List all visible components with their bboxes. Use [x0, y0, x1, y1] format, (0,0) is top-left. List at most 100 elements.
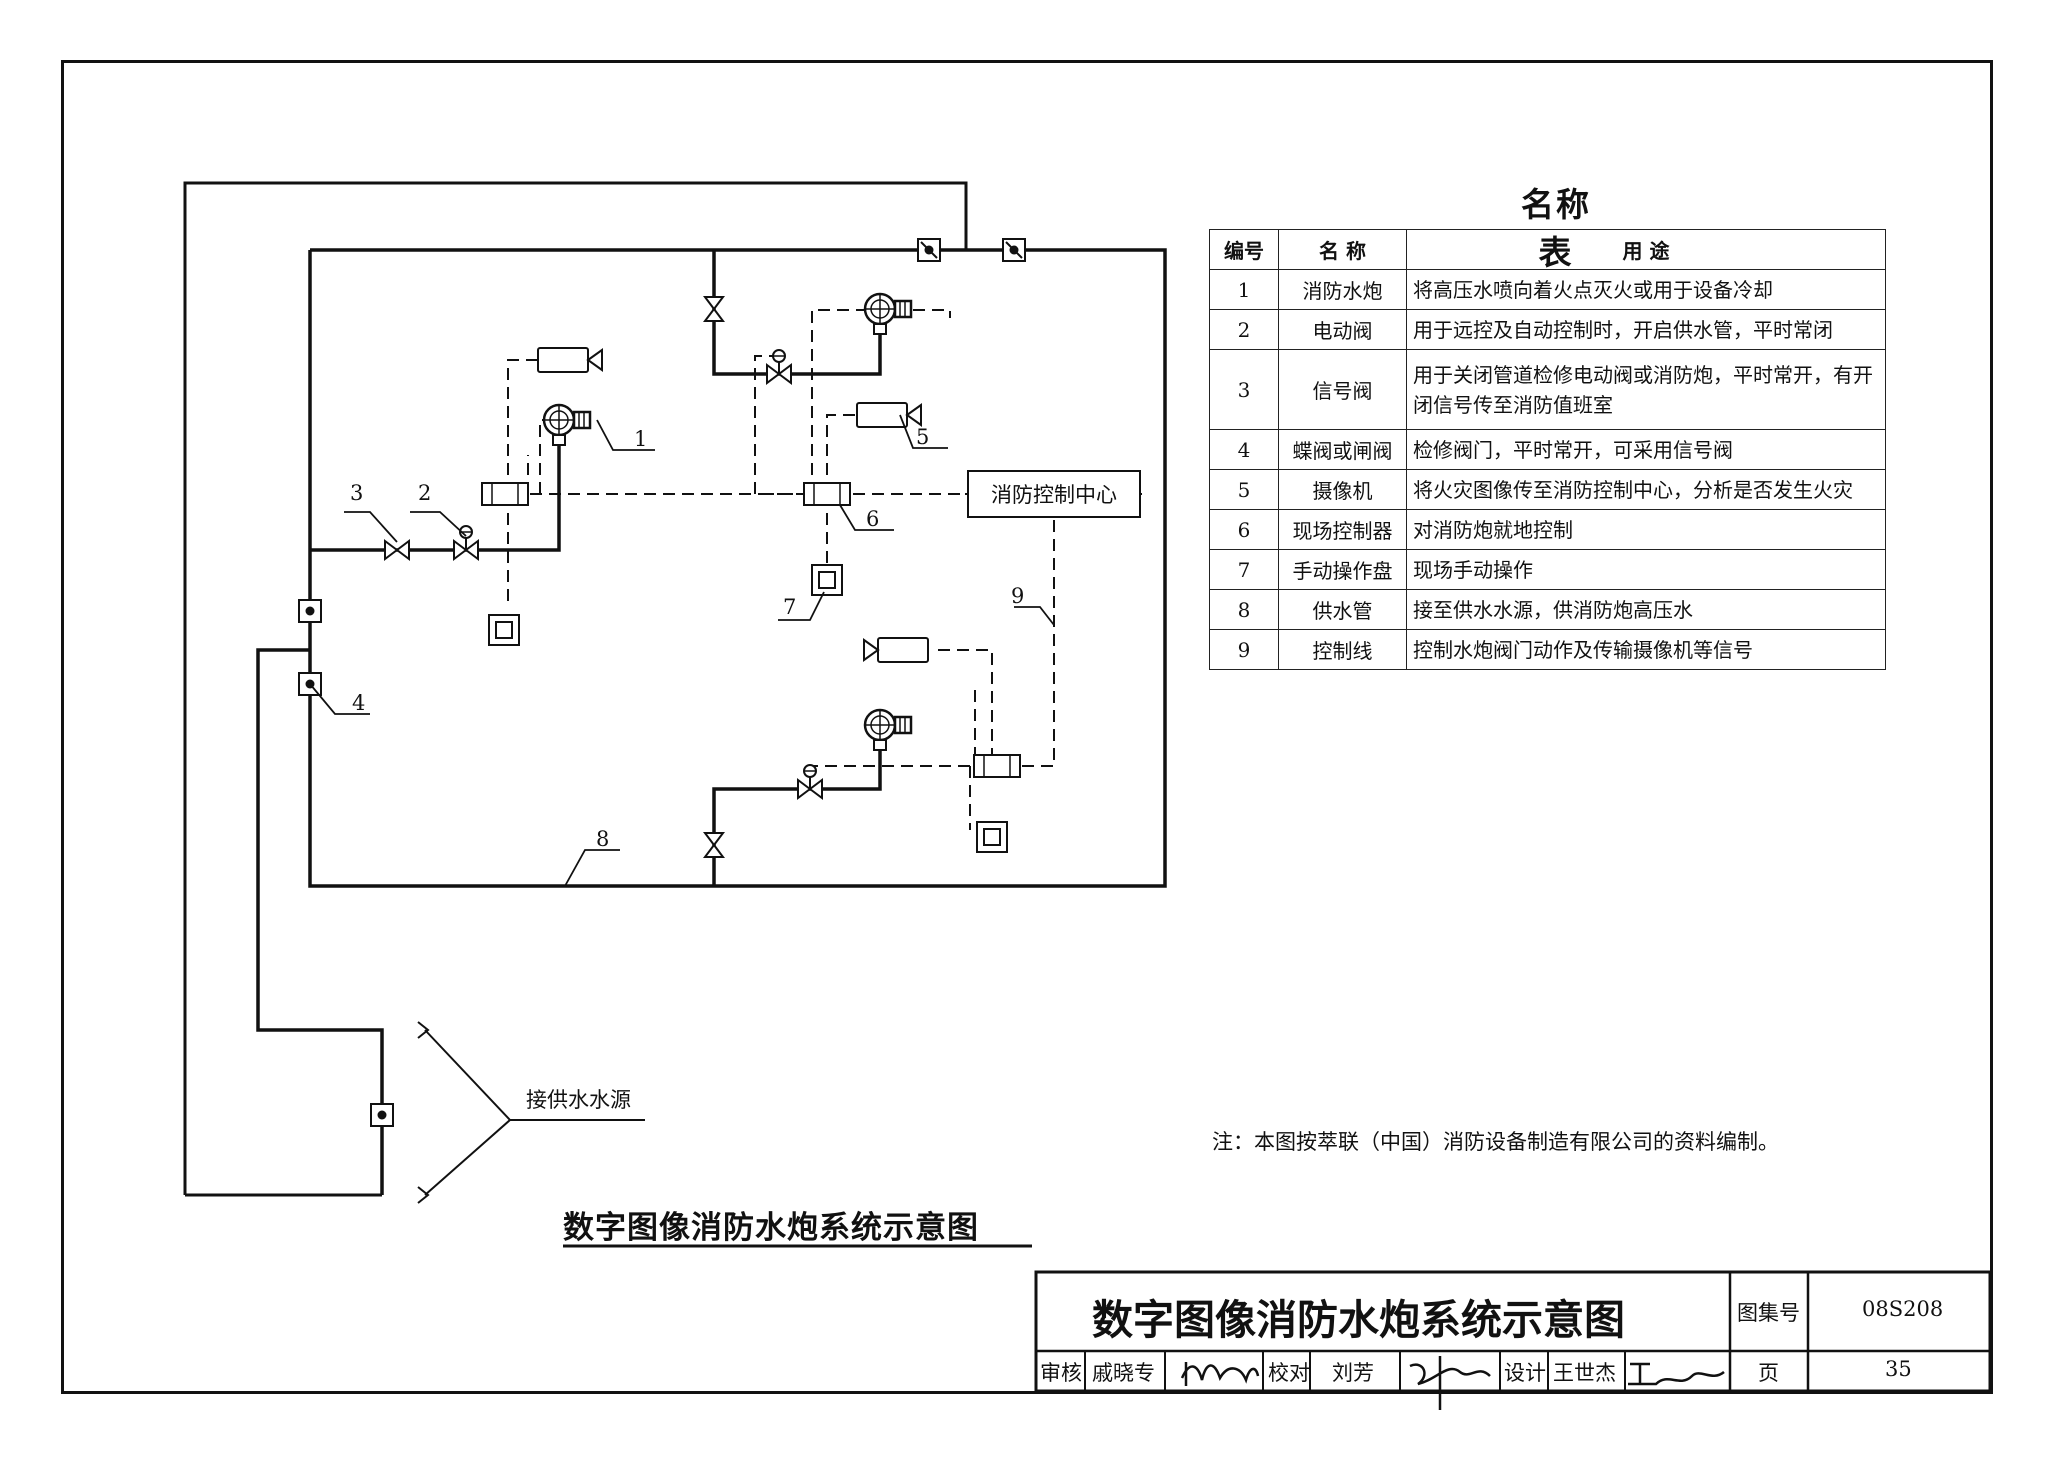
branch-pipe-cannon-3: [712, 740, 882, 886]
source-note: 注：本图按萃联（中国）消防设备制造有限公司的资料编制。: [1212, 1130, 1779, 1154]
title-block-title: 数字图像消防水炮系统示意图: [1092, 1296, 1625, 1344]
signature-designer: [1628, 1362, 1725, 1386]
atlas-number: 08S208: [1862, 1297, 1944, 1321]
callout-4: 4: [352, 691, 365, 715]
camera-5: [856, 402, 922, 428]
row-no: 5: [1209, 469, 1279, 510]
reviewer-name: 戚晓专: [1092, 1361, 1155, 1385]
camera-5: [863, 637, 929, 663]
diagram-title: 数字图像消防水炮系统示意图: [563, 1210, 979, 1246]
row-use: 将高压水喷向着火点灭火或用于设备冷却: [1406, 269, 1886, 310]
table-row: 1 消防水炮 将高压水喷向着火点灭火或用于设备冷却: [1209, 269, 1886, 310]
review-label: 审核: [1040, 1361, 1082, 1385]
row-no: 6: [1209, 509, 1279, 550]
checker-name: 刘芳: [1332, 1361, 1374, 1385]
header-no: 编号: [1209, 229, 1279, 270]
table-row: 3 信号阀 用于关闭管道检修电动阀或消防炮，平时常开，有开闭信号传至消防值班室: [1209, 349, 1886, 430]
callout-6: 6: [866, 507, 879, 531]
manual-panel-7: [811, 564, 843, 596]
row-name: 信号阀: [1278, 349, 1407, 430]
designer-name: 王世杰: [1553, 1361, 1616, 1385]
row-name: 现场控制器: [1278, 509, 1407, 550]
table-header-row: 编号 名 称 用 途: [1209, 229, 1886, 270]
supply-pipe-ring: [256, 248, 1167, 1195]
water-source-label: 接供水水源: [526, 1088, 631, 1112]
callout-9: 9: [1011, 584, 1024, 608]
page-label: 页: [1758, 1361, 1779, 1385]
motorized-valve-2: [453, 525, 479, 560]
row-use: 现场手动操作: [1406, 549, 1886, 590]
row-name: 控制线: [1278, 629, 1407, 670]
local-controller-6: [803, 482, 851, 506]
page-number: 35: [1885, 1357, 1912, 1381]
table-row: 5 摄像机 将火灾图像传至消防控制中心，分析是否发生火灾: [1209, 469, 1886, 510]
callout-leaders: [309, 414, 1055, 887]
row-no: 7: [1209, 549, 1279, 590]
row-use: 将火灾图像传至消防控制中心，分析是否发生火灾: [1406, 469, 1886, 510]
header-name: 名 称: [1278, 229, 1407, 270]
manual-panel-7: [976, 821, 1008, 853]
signal-valve: [704, 832, 724, 858]
table-row: 2 电动阀 用于远控及自动控制时，开启供水管，平时常闭: [1209, 309, 1886, 350]
table-row: 9 控制线 控制水炮阀门动作及传输摄像机等信号: [1209, 629, 1886, 670]
row-no: 4: [1209, 429, 1279, 470]
motorized-valve: [766, 349, 792, 384]
signature-reviewer: [1180, 1362, 1260, 1386]
local-controller-6: [481, 482, 529, 506]
callout-1: 1: [634, 427, 647, 451]
gate-valve-4: [298, 599, 322, 623]
signature-checker: [1409, 1356, 1491, 1410]
callout-2: 2: [418, 481, 431, 505]
row-no: 1: [1209, 269, 1279, 310]
row-use: 接至供水水源，供消防炮高压水: [1406, 589, 1886, 630]
drawing-frame: [61, 60, 1993, 1394]
row-use: 控制水炮阀门动作及传输摄像机等信号: [1406, 629, 1886, 670]
butterfly-valve: [917, 238, 941, 262]
row-use: 用于关闭管道检修电动阀或消防炮，平时常开，有开闭信号传至消防值班室: [1406, 349, 1886, 430]
callout-8: 8: [596, 827, 609, 851]
callout-7: 7: [783, 595, 796, 619]
table-row: 6 现场控制器 对消防炮就地控制: [1209, 509, 1886, 550]
row-no: 3: [1209, 349, 1279, 430]
table-row: 4 蝶阀或闸阀 检修阀门，平时常开，可采用信号阀: [1209, 429, 1886, 470]
butterfly-valve: [1002, 238, 1026, 262]
header-use: 用 途: [1406, 229, 1886, 270]
outer-supply-loop: [183, 181, 968, 1197]
atlas-label: 图集号: [1737, 1301, 1800, 1325]
row-name: 供水管: [1278, 589, 1407, 630]
row-name: 摄像机: [1278, 469, 1407, 510]
fire-water-cannon-3: [863, 708, 913, 752]
table-row: 7 手动操作盘 现场手动操作: [1209, 549, 1886, 590]
row-name: 蝶阀或闸阀: [1278, 429, 1407, 470]
row-name: 电动阀: [1278, 309, 1407, 350]
source-valve: [370, 1103, 394, 1127]
callout-5: 5: [916, 425, 929, 449]
manual-panel-7: [488, 614, 520, 646]
branch-pipe-cannon-2: [712, 250, 882, 376]
motorized-valve: [797, 764, 823, 799]
row-no: 9: [1209, 629, 1279, 670]
signal-valve-3: [384, 540, 410, 560]
signal-valve: [704, 296, 724, 322]
local-controller-6: [973, 754, 1021, 778]
control-center-label: 消防控制中心: [991, 483, 1117, 507]
design-label: 设计: [1504, 1361, 1546, 1385]
name-table: 编号 名 称 用 途 1 消防水炮 将高压水喷向着火点灭火或用于设备冷却 2 电…: [1209, 229, 1886, 670]
check-label: 校对: [1268, 1361, 1310, 1385]
row-use: 检修阀门，平时常开，可采用信号阀: [1406, 429, 1886, 470]
row-name: 消防水炮: [1278, 269, 1407, 310]
row-no: 8: [1209, 589, 1279, 630]
title-block: [1034, 1270, 1992, 1393]
table-row: 8 供水管 接至供水水源，供消防炮高压水: [1209, 589, 1886, 630]
row-name: 手动操作盘: [1278, 549, 1407, 590]
water-source-leaders: [417, 1021, 645, 1204]
control-center-box: 消防控制中心: [967, 470, 1141, 518]
callout-3: 3: [350, 481, 363, 505]
row-use: 对消防炮就地控制: [1406, 509, 1886, 550]
camera-5: [537, 347, 603, 373]
fire-water-cannon-2: [863, 292, 913, 336]
row-use: 用于远控及自动控制时，开启供水管，平时常闭: [1406, 309, 1886, 350]
fire-water-cannon-1: [542, 403, 592, 447]
row-no: 2: [1209, 309, 1279, 350]
